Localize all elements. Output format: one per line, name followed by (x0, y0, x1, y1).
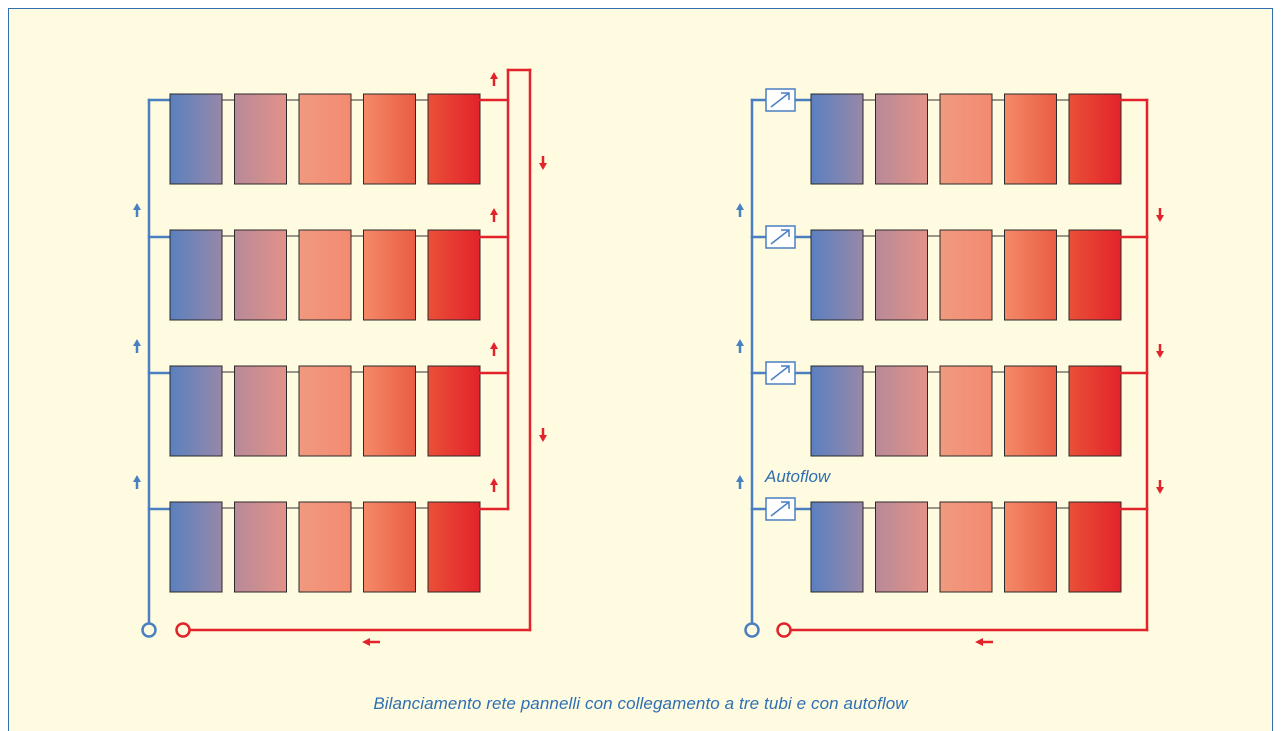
cold-flow-arrow (133, 339, 141, 353)
solar-panel (298, 501, 352, 593)
autoflow-valve-icon (765, 497, 796, 521)
solar-panel (810, 365, 864, 457)
hot-flow-arrow (490, 478, 498, 492)
hot-flow-arrow (490, 72, 498, 86)
hot-flow-arrow (1156, 344, 1164, 358)
solar-panel (363, 365, 416, 457)
three-pipe-diagram (133, 68, 547, 646)
hot-flow-arrow (490, 208, 498, 222)
hot-flow-arrow (539, 428, 547, 442)
hot-outlet-circle (776, 622, 792, 638)
solar-panel (1068, 501, 1122, 593)
solar-panel (234, 93, 287, 185)
autoflow-valve-icon (765, 225, 796, 249)
solar-panel (1004, 501, 1057, 593)
panel-row (810, 229, 1122, 321)
panel-row (169, 93, 481, 185)
solar-panel (427, 365, 481, 457)
solar-panel (939, 93, 993, 185)
solar-panel (810, 501, 864, 593)
cold-inlet-circle (141, 622, 157, 638)
solar-panel (939, 229, 993, 321)
solar-panel (1004, 365, 1057, 457)
solar-panel (939, 365, 993, 457)
diagram-caption: Bilanciamento rete pannelli con collegam… (373, 694, 908, 713)
solar-panel (1004, 93, 1057, 185)
solar-panel (169, 365, 223, 457)
cold-inlet-circle (744, 622, 760, 638)
hot-flow-arrow (490, 342, 498, 356)
panel-row (810, 365, 1122, 457)
panel-row (810, 501, 1122, 593)
panel-row (810, 93, 1122, 185)
autoflow-valve-icon (765, 88, 796, 112)
solar-panel (875, 365, 928, 457)
hot-flow-arrow (1156, 480, 1164, 494)
solar-panel (875, 229, 928, 321)
solar-panel (875, 93, 928, 185)
solar-panel (234, 501, 287, 593)
solar-panel (298, 365, 352, 457)
panel-row (169, 365, 481, 457)
solar-panel (810, 229, 864, 321)
solar-panel (427, 229, 481, 321)
solar-panel (427, 501, 481, 593)
autoflow-label: Autoflow (765, 467, 831, 486)
hot-flow-arrow (362, 638, 380, 646)
solar-panel (169, 501, 223, 593)
autoflow-diagram (736, 88, 1164, 646)
cold-flow-arrow (736, 339, 744, 353)
solar-panel (363, 501, 416, 593)
cold-flow-arrow (736, 203, 744, 217)
solar-panel (298, 93, 352, 185)
solar-panel (875, 501, 928, 593)
solar-panel (169, 93, 223, 185)
solar-panel (234, 365, 287, 457)
solar-panel (1068, 229, 1122, 321)
solar-panel (939, 501, 993, 593)
solar-panel (1068, 93, 1122, 185)
solar-panel (298, 229, 352, 321)
panel-row (169, 501, 481, 593)
solar-panel (363, 229, 416, 321)
solar-panel (363, 93, 416, 185)
solar-panel (810, 93, 864, 185)
solar-panel (169, 229, 223, 321)
hot-outlet-circle (175, 622, 191, 638)
hot-flow-arrow (1156, 208, 1164, 222)
autoflow-valve-icon (765, 361, 796, 385)
panel-row (169, 229, 481, 321)
solar-panel (427, 93, 481, 185)
cold-flow-arrow (133, 475, 141, 489)
solar-panel (1068, 365, 1122, 457)
solar-panel (234, 229, 287, 321)
cold-flow-arrow (133, 203, 141, 217)
cold-flow-arrow (736, 475, 744, 489)
hot-flow-arrow (975, 638, 993, 646)
solar-panel (1004, 229, 1057, 321)
hot-flow-arrow (539, 156, 547, 170)
